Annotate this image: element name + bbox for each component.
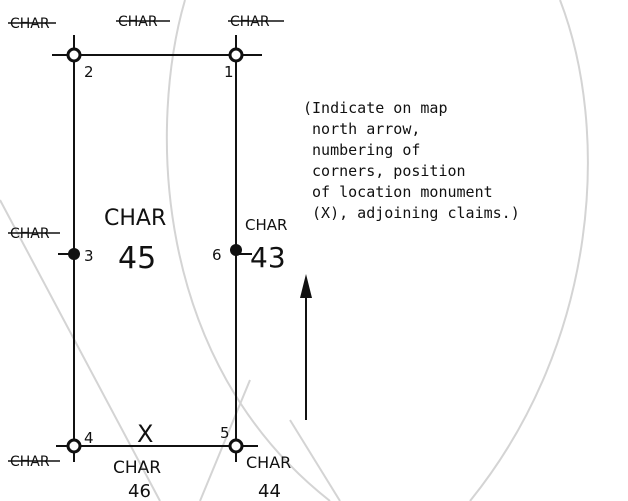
left-middle-claim-label: CHAR [10,226,50,242]
claim-43-number: 43 [250,241,286,274]
claim-44-name: CHAR [246,453,291,472]
corner-number-2: 2 [84,63,94,81]
watermark-arc [199,379,251,501]
instruction-line: (Indicate on map [303,99,448,117]
top-left-claim-label: CHAR [10,16,50,32]
corner-number-6: 6 [212,246,222,264]
watermark-arc [469,0,589,501]
north-arrow [300,274,312,420]
claim-44-number: 44 [258,481,281,501]
claim-46-name: CHAR [113,458,161,478]
instruction-line: of location monument [303,183,493,201]
watermark-arc [289,419,341,501]
north-arrow-head [300,274,312,298]
corner-6-marker [230,244,242,256]
corner-4-marker [66,438,82,454]
top-right-claim-label: CHAR [230,14,270,30]
top-middle-claim-label: CHAR [118,14,158,30]
claim-45-number: 45 [118,241,156,276]
corner-3-marker [68,248,80,260]
corner-number-4: 4 [84,429,94,447]
claim-45-name: CHAR [104,206,166,231]
watermark-arc [165,0,331,501]
instruction-note: (Indicate on map north arrow, numbering … [303,99,520,222]
claim-46-number: 46 [128,481,151,501]
claim-43-name: CHAR [245,216,287,234]
corner-1-marker [228,47,244,63]
instruction-line: north arrow, [303,120,420,138]
watermark-arc [0,199,161,501]
bottom-left-claim-label: CHAR [10,454,50,470]
instruction-line: corners, position [303,162,466,180]
corner-number-3: 3 [84,247,94,265]
corner-2-marker [66,47,82,63]
location-monument-mark: X [137,420,153,448]
watermark [0,0,589,501]
corner-5-marker [228,438,244,454]
corner-number-5: 5 [220,424,230,442]
instruction-line: (X), adjoining claims.) [303,204,520,222]
corner-number-1: 1 [224,63,234,81]
instruction-line: numbering of [303,141,420,159]
